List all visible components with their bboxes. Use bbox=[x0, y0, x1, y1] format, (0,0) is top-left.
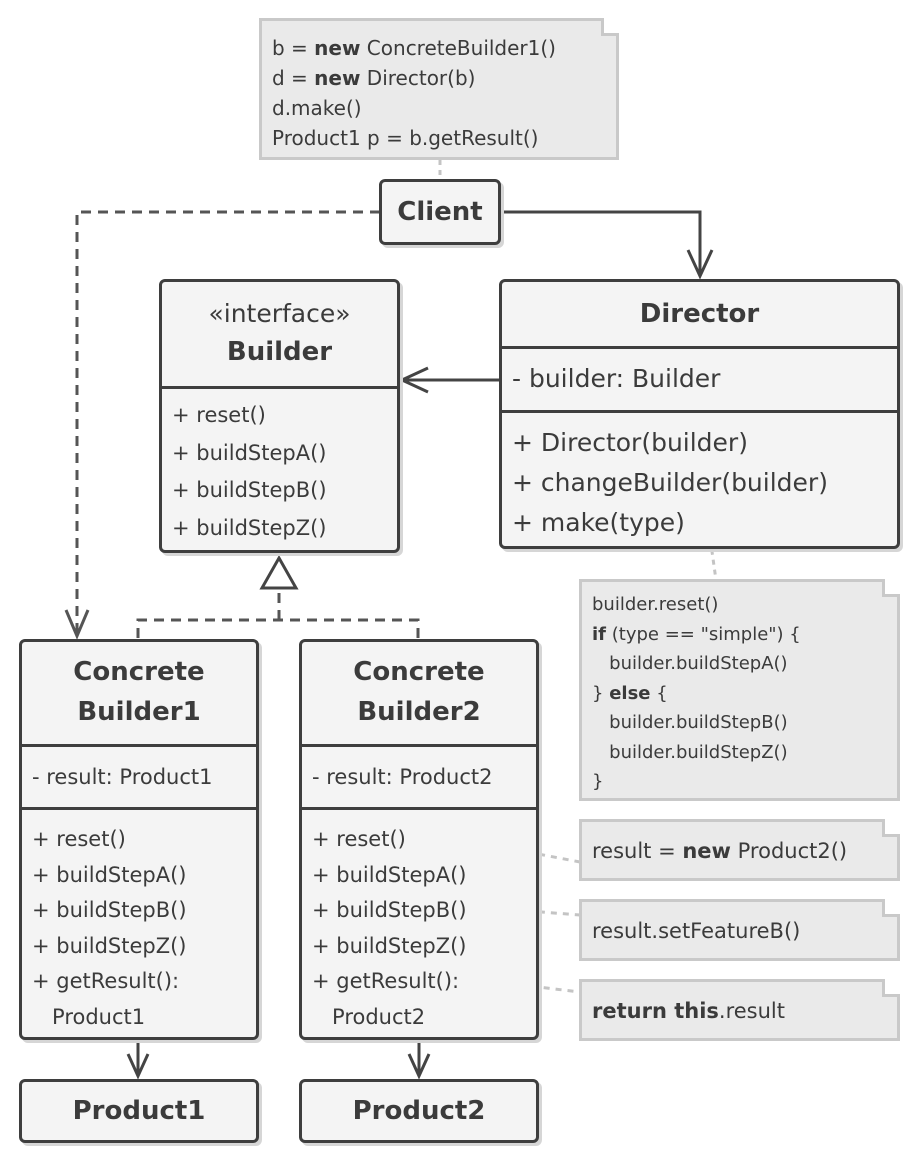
field: - builder: Builder bbox=[512, 364, 721, 393]
method: + changeBuilder(builder) bbox=[512, 468, 828, 497]
note-line: b = new ConcreteBuilder1() bbox=[272, 36, 556, 60]
note-line: builder.buildStepZ() bbox=[592, 741, 788, 763]
builder-methods: + reset() + buildStepA() + buildStepB() … bbox=[162, 386, 397, 557]
client-to-director-association bbox=[500, 210, 702, 276]
note-line: } else { bbox=[592, 682, 668, 704]
interface-stereotype: «interface» bbox=[208, 299, 351, 328]
client-to-director-arrowhead bbox=[686, 249, 714, 280]
note-line: d.make() bbox=[272, 96, 362, 120]
cb2-fields: - result: Product2 bbox=[302, 744, 536, 807]
builder-interface[interactable]: «interface» Builder + reset() + buildSte… bbox=[159, 279, 400, 553]
cb2-header: Concrete Builder2 bbox=[302, 642, 536, 744]
method: + getResult(): bbox=[312, 969, 460, 993]
stepb-note: result.setFeatureB() bbox=[579, 899, 900, 961]
method: + getResult(): bbox=[32, 969, 180, 993]
reset-note: result = new Product2() bbox=[579, 819, 900, 881]
method-return-type: Product2 bbox=[312, 1004, 426, 1029]
method: + reset() bbox=[172, 403, 266, 427]
concrete-builder2-class[interactable]: Concrete Builder2 - result: Product2 + r… bbox=[299, 639, 539, 1040]
cb2-to-product2-arrowhead bbox=[407, 1053, 431, 1080]
cb2-title-line1: Concrete bbox=[353, 657, 485, 687]
method: + buildStepZ() bbox=[312, 933, 467, 958]
director-methods: + Director(builder) + changeBuilder(buil… bbox=[502, 410, 897, 553]
method: + make(type) bbox=[512, 508, 685, 537]
method: + buildStepA() bbox=[32, 862, 187, 887]
product1-title: Product1 bbox=[72, 1096, 206, 1126]
make-code-note: builder.reset() if (type == "simple") { … bbox=[579, 579, 900, 801]
director-fields: - builder: Builder bbox=[502, 346, 897, 410]
cb2-methods: + reset() + buildStepA() + buildStepB() … bbox=[302, 807, 536, 1045]
field: - result: Product1 bbox=[32, 765, 213, 789]
note-line: d = new Director(b) bbox=[272, 66, 476, 90]
method: + buildStepA() bbox=[312, 862, 467, 887]
note-line: result = new Product2() bbox=[592, 839, 848, 863]
method: + buildStepZ() bbox=[32, 933, 187, 958]
cb2-title-line2: Builder2 bbox=[357, 697, 481, 727]
note-line: builder.buildStepA() bbox=[592, 653, 788, 674]
note-line: } bbox=[592, 771, 604, 792]
realization-lines bbox=[136, 590, 420, 638]
client-to-concrete-builder1-dependency bbox=[75, 210, 380, 636]
cb1-title-line2: Builder1 bbox=[77, 697, 201, 727]
note-line: if (type == "simple") { bbox=[592, 623, 801, 645]
method: + reset() bbox=[312, 827, 406, 851]
note-line: builder.buildStepB() bbox=[592, 712, 788, 733]
method: + buildStepB() bbox=[32, 898, 187, 922]
result-note: return this.result bbox=[579, 979, 900, 1041]
cb1-title-line1: Concrete bbox=[73, 657, 205, 687]
builder-header: «interface» Builder bbox=[162, 282, 397, 386]
cb1-methods: + reset() + buildStepA() + buildStepB() … bbox=[22, 807, 256, 1045]
director-to-builder-arrowhead bbox=[398, 366, 429, 394]
note-line: return this.result bbox=[592, 999, 785, 1023]
cb1-to-product1-arrowhead bbox=[126, 1053, 150, 1080]
cb1-fields: - result: Product1 bbox=[22, 744, 256, 807]
method: + buildStepZ() bbox=[172, 515, 327, 540]
note-line: builder.reset() bbox=[592, 594, 719, 615]
client-class[interactable]: Client bbox=[379, 179, 501, 245]
method: + buildStepA() bbox=[172, 440, 327, 465]
builder-title: Builder bbox=[226, 337, 333, 367]
client-dependency-arrowhead bbox=[64, 609, 90, 640]
field: - result: Product2 bbox=[312, 765, 493, 789]
director-class[interactable]: Director - builder: Builder + Director(b… bbox=[499, 279, 900, 549]
client-title: Client bbox=[397, 197, 483, 227]
cb1-header: Concrete Builder1 bbox=[22, 642, 256, 744]
director-title: Director bbox=[639, 299, 760, 329]
method: + buildStepB() bbox=[312, 898, 467, 922]
product2-title: Product2 bbox=[352, 1096, 486, 1126]
method: + buildStepB() bbox=[172, 478, 327, 502]
product2-class[interactable]: Product2 bbox=[299, 1079, 539, 1143]
product1-class[interactable]: Product1 bbox=[19, 1079, 259, 1143]
realization-triangle bbox=[259, 554, 299, 590]
method: + reset() bbox=[32, 827, 126, 851]
method: + Director(builder) bbox=[512, 428, 748, 457]
make-note-connector bbox=[707, 529, 718, 581]
client-code-note: b = new ConcreteBuilder1() d = new Direc… bbox=[259, 18, 619, 160]
method-return-type: Product1 bbox=[32, 1004, 146, 1029]
note-line: Product1 p = b.getResult() bbox=[272, 126, 539, 150]
concrete-builder1-class[interactable]: Concrete Builder1 - result: Product1 + r… bbox=[19, 639, 259, 1040]
note-line: result.setFeatureB() bbox=[592, 919, 801, 943]
client-note-lines: b = new ConcreteBuilder1() d = new Direc… bbox=[272, 33, 606, 153]
